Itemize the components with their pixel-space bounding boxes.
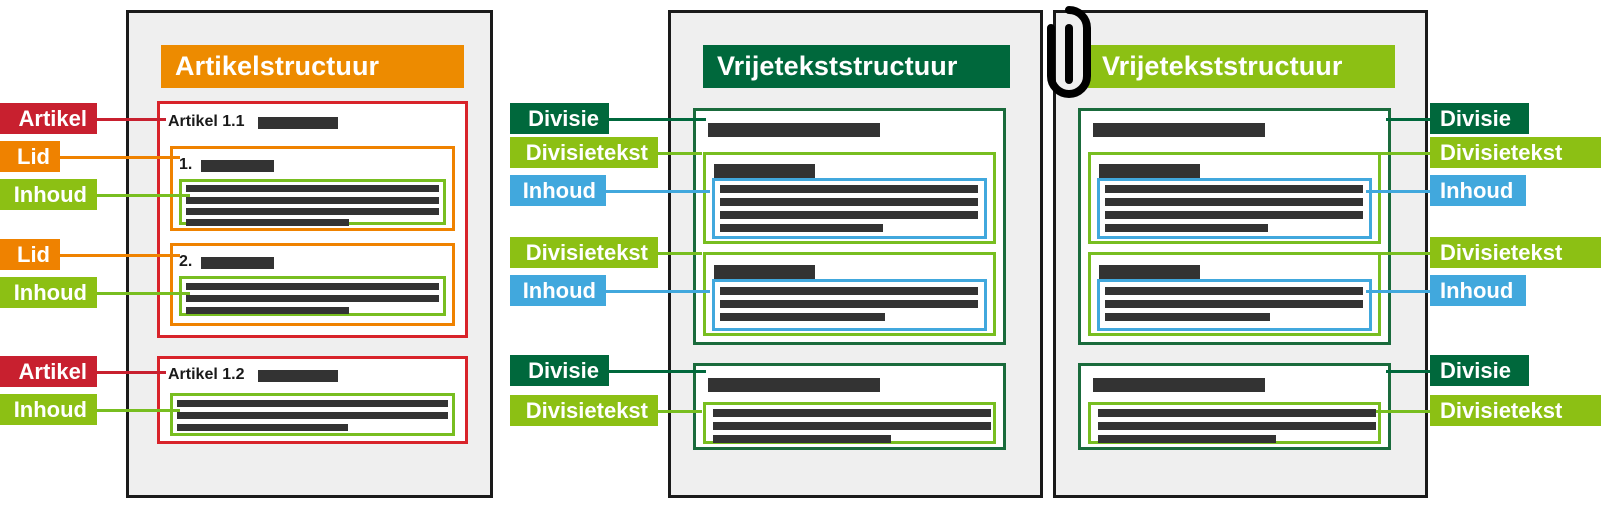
panel-title-vrijetekststructuur-midden: Vrijetekststructuur <box>703 45 1010 88</box>
text-line <box>1105 185 1363 193</box>
text-line <box>186 185 439 192</box>
text-line <box>1105 198 1363 206</box>
panel-vrijetekststructuur-midden: Vrijetekststructuur <box>668 10 1043 498</box>
text-line <box>1098 409 1376 417</box>
heading-bar <box>714 164 815 178</box>
chip-lid-2: Lid <box>0 239 60 270</box>
lid-heading-1: 1. <box>179 156 193 173</box>
leader-line <box>1376 410 1448 413</box>
chip-inhoud-mid-1: Inhoud <box>510 175 606 206</box>
leader-line <box>600 370 706 373</box>
text-line <box>186 283 439 290</box>
text-line <box>720 224 883 232</box>
leader-line <box>1376 152 1448 155</box>
artikel-heading-1: Artikel 1.1 <box>168 113 245 130</box>
chip-artikel-1: Artikel <box>0 103 97 134</box>
text-line <box>177 412 448 419</box>
text-line <box>713 409 991 417</box>
leader-line <box>1386 370 1448 373</box>
leader-line <box>640 252 702 255</box>
chip-inhoud-right-1: Inhoud <box>1430 175 1526 206</box>
panel-title-vrijetekststructuur-rechts: Vrijetekststructuur <box>1088 45 1395 88</box>
text-line <box>1105 313 1270 321</box>
text-line <box>1105 211 1363 219</box>
text-line <box>720 185 978 193</box>
leader-line <box>600 290 710 293</box>
heading-bar <box>1093 123 1265 137</box>
text-line <box>177 400 448 407</box>
heading-bar <box>708 123 880 137</box>
chip-divisietekst-mid-1: Divisietekst <box>510 137 658 168</box>
text-line <box>713 422 991 430</box>
panel-artikelstructuur: Artikelstructuur Artikel 1.1 1. 2. Artik… <box>126 10 493 498</box>
leader-line <box>0 254 180 257</box>
leader-line <box>1366 190 1448 193</box>
chip-inhoud-1: Inhoud <box>0 179 97 210</box>
leader-line <box>600 118 706 121</box>
text-line <box>177 424 348 431</box>
text-line <box>1098 435 1276 443</box>
text-line <box>186 307 349 314</box>
text-line <box>186 197 439 204</box>
heading-bar <box>258 117 338 129</box>
leader-line <box>1376 252 1448 255</box>
panel-vrijetekststructuur-rechts: Vrijetekststructuur <box>1053 10 1428 498</box>
chip-divisie-right-2: Divisie <box>1430 355 1529 386</box>
panel-title-artikelstructuur: Artikelstructuur <box>161 45 464 88</box>
heading-bar <box>201 257 274 269</box>
chip-inhoud-mid-2: Inhoud <box>510 275 606 306</box>
text-line <box>1105 224 1268 232</box>
heading-bar <box>714 265 815 279</box>
chip-inhoud-right-2: Inhoud <box>1430 275 1526 306</box>
text-line <box>186 295 439 302</box>
text-line <box>720 198 978 206</box>
chip-inhoud-2: Inhoud <box>0 277 97 308</box>
text-line <box>720 313 885 321</box>
chip-divisietekst-right-3: Divisietekst <box>1430 395 1601 426</box>
leader-line <box>640 152 702 155</box>
leader-line <box>1366 290 1448 293</box>
text-line <box>1105 287 1363 295</box>
text-line <box>720 300 978 308</box>
leader-line <box>640 410 702 413</box>
leader-line <box>0 156 180 159</box>
chip-divisie-mid-2: Divisie <box>510 355 609 386</box>
leader-line <box>1386 118 1448 121</box>
lid-heading-2: 2. <box>179 253 193 270</box>
chip-divisie-right-1: Divisie <box>1430 103 1529 134</box>
text-line <box>720 287 978 295</box>
artikel-heading-2: Artikel 1.2 <box>168 366 245 383</box>
heading-bar <box>258 370 338 382</box>
chip-divisietekst-right-2: Divisietekst <box>1430 237 1601 268</box>
heading-bar <box>708 378 880 392</box>
text-line <box>1105 300 1363 308</box>
chip-divisietekst-mid-3: Divisietekst <box>510 395 658 426</box>
leader-line <box>600 190 710 193</box>
text-line <box>713 435 891 443</box>
chip-divisie-mid-1: Divisie <box>510 103 609 134</box>
text-line <box>186 208 439 215</box>
text-line <box>1098 422 1376 430</box>
chip-lid-1: Lid <box>0 141 60 172</box>
heading-bar <box>1099 265 1200 279</box>
heading-bar <box>201 160 274 172</box>
heading-bar <box>1099 164 1200 178</box>
text-line <box>720 211 978 219</box>
chip-artikel-2: Artikel <box>0 356 97 387</box>
chip-divisietekst-mid-2: Divisietekst <box>510 237 658 268</box>
chip-divisietekst-right-1: Divisietekst <box>1430 137 1601 168</box>
chip-inhoud-3: Inhoud <box>0 394 97 425</box>
paperclip-icon <box>1040 2 1098 102</box>
text-line <box>186 219 349 226</box>
heading-bar <box>1093 378 1265 392</box>
